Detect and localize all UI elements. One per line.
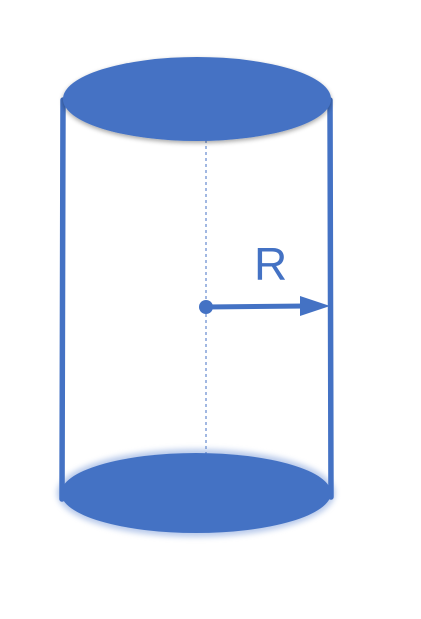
arrow-head bbox=[300, 296, 330, 316]
radius-label: R bbox=[254, 238, 287, 290]
left-wall bbox=[59, 97, 66, 502]
top-lid bbox=[63, 57, 331, 141]
bottom-base bbox=[61, 453, 331, 533]
right-wall bbox=[327, 97, 334, 500]
radius-shaft bbox=[205, 303, 307, 310]
radius-arrow bbox=[199, 296, 330, 316]
